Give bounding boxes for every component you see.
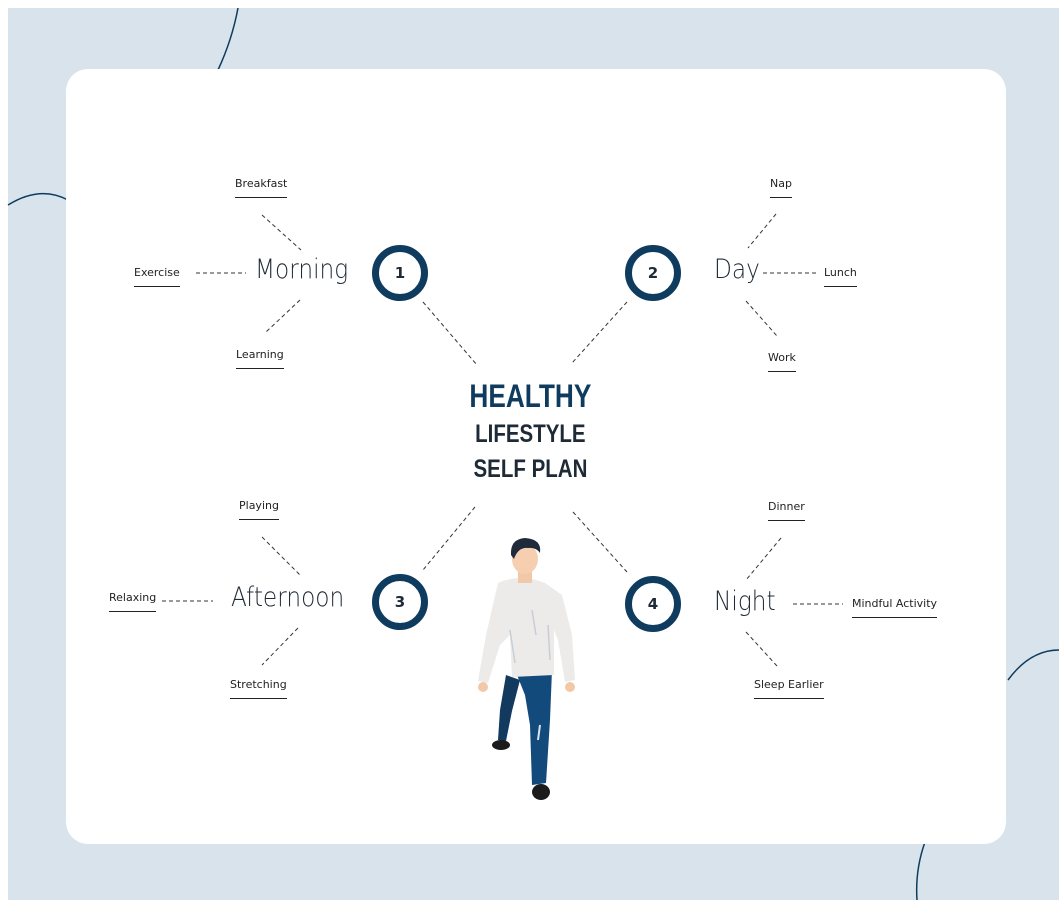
activity-label: Mindful Activity — [852, 597, 938, 618]
period-number-badge: 1 — [372, 245, 428, 301]
activity-label: Playing — [239, 499, 279, 520]
period-name-day: Day — [714, 254, 760, 285]
activity-label: Work — [768, 351, 796, 372]
activity-label: Breakfast — [235, 177, 288, 198]
period-name-afternoon: Afternoon — [231, 582, 345, 613]
period-number-badge: 4 — [625, 576, 681, 632]
activity-label: Nap — [770, 177, 792, 198]
period-number-badge: 3 — [372, 574, 428, 630]
activity-label: Stretching — [230, 678, 287, 699]
title-line-3: SELF PLAN — [473, 455, 587, 483]
activity-label: Dinner — [768, 500, 805, 521]
period-name-night: Night — [714, 586, 776, 617]
activity-label: Exercise — [134, 266, 180, 287]
activity-label: Lunch — [824, 266, 857, 287]
walking-man-illustration — [478, 538, 575, 800]
period-name-morning: Morning — [255, 254, 349, 285]
activity-label: Relaxing — [109, 591, 157, 612]
activity-label: Sleep Earlier — [754, 678, 824, 699]
title-line-2: LIFESTYLE — [474, 420, 586, 448]
period-number-badge: 2 — [625, 245, 681, 301]
title-line-1: HEALTHY — [469, 378, 591, 414]
activity-label: Learning — [236, 348, 284, 369]
